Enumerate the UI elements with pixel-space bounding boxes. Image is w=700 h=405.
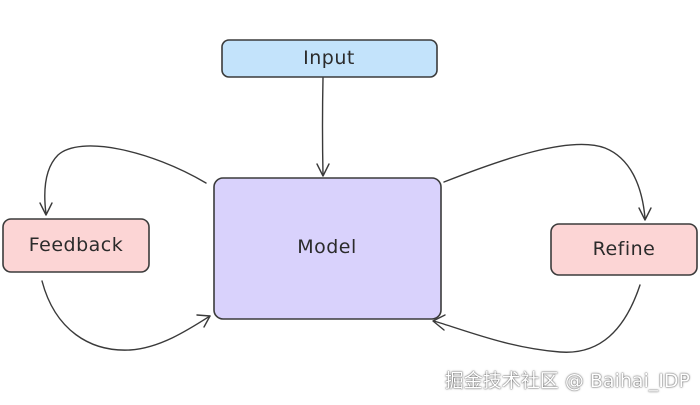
node-model: Model <box>213 177 442 320</box>
edge-feedback-to-model <box>41 280 211 351</box>
arrowhead-refine-to-model <box>432 314 446 331</box>
node-model-box <box>213 177 442 320</box>
edge-refine-to-model <box>433 284 641 353</box>
edge-model-to-refine <box>443 143 646 219</box>
edge-model-to-feedback <box>44 145 207 215</box>
node-input: Input <box>221 39 438 78</box>
node-refine: Refine <box>550 223 698 276</box>
node-refine-label: Refine <box>593 238 656 260</box>
node-input-label: Input <box>303 47 355 69</box>
node-model-label: Model <box>297 236 357 258</box>
edges <box>39 77 652 353</box>
arrowhead-input-to-model <box>316 163 330 177</box>
node-feedback: Feedback <box>2 218 150 273</box>
arrowhead-model-to-feedback <box>39 202 53 216</box>
node-refine-box <box>550 223 698 276</box>
watermark-text: 掘金技术社区 @ Baihai_IDP <box>444 370 690 392</box>
edge-input-to-model <box>321 77 324 176</box>
node-input-box <box>221 39 438 78</box>
node-feedback-box <box>2 218 150 273</box>
arrowhead-feedback-to-model <box>196 314 211 328</box>
arrowhead-model-to-refine <box>638 207 652 221</box>
node-feedback-label: Feedback <box>29 234 123 256</box>
